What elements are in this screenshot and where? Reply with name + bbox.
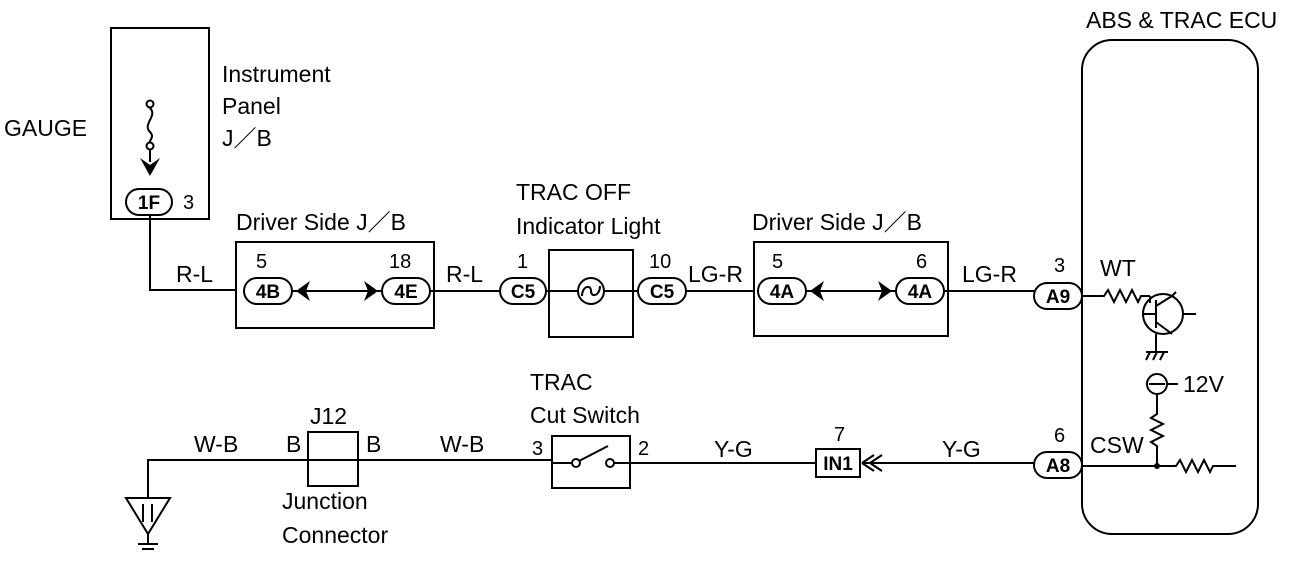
- connector-c5-left: C5: [499, 277, 547, 305]
- pin-c5-left: 1: [517, 251, 528, 273]
- wire-label-lgr-2: LG-R: [962, 261, 1017, 287]
- j12-label: J12: [310, 403, 347, 429]
- connector-arrow-icon: [861, 454, 883, 472]
- svg-text:4A: 4A: [770, 282, 795, 303]
- pin-j12-right: B: [366, 431, 381, 457]
- instrument-panel-label-1: Instrument: [222, 61, 331, 87]
- junction-label-1: Junction: [282, 488, 368, 514]
- wire-label-rl-2: R-L: [446, 261, 483, 287]
- trac-off-label-1: TRAC OFF: [516, 179, 631, 205]
- pin-j12-left: B: [286, 431, 301, 457]
- abs-trac-ecu: [1081, 39, 1259, 535]
- pin-4e: 18: [389, 251, 411, 273]
- junction-arrow-left: [296, 281, 310, 301]
- connector-1f: 1F: [125, 188, 173, 216]
- connector-4b: 4B: [243, 277, 293, 305]
- junction-arrow-right-2: [878, 281, 892, 301]
- v12-label: 12V: [1183, 371, 1225, 397]
- wire-rl-1: [149, 215, 244, 291]
- pin-switch-right: 2: [638, 438, 649, 460]
- connector-a9: A9: [1033, 282, 1083, 310]
- instrument-panel-label-2: Panel: [222, 93, 281, 119]
- instrument-panel-jb: [110, 27, 210, 220]
- transistor-icon: [1142, 291, 1196, 352]
- pin-a9: 3: [1054, 255, 1065, 277]
- svg-text:IN1: IN1: [823, 454, 853, 475]
- pin-1f: 3: [183, 192, 194, 214]
- pin-switch-left: 3: [532, 438, 543, 460]
- wt-label: WT: [1100, 255, 1136, 281]
- switch-contact-icon: [578, 445, 609, 462]
- svg-text:C5: C5: [650, 282, 675, 303]
- pin-4a-left: 5: [772, 251, 783, 273]
- pin-in1: 7: [834, 424, 845, 446]
- connector-4a-left: 4A: [757, 277, 807, 305]
- connector-a8: A8: [1033, 451, 1083, 479]
- connector-c5-right: C5: [637, 277, 687, 305]
- pin-4b: 5: [256, 251, 267, 273]
- svg-text:A8: A8: [1046, 456, 1070, 477]
- wire-wb-1: [147, 459, 308, 498]
- svg-text:A9: A9: [1046, 287, 1070, 308]
- pin-a8: 6: [1054, 425, 1065, 447]
- trac-cut-label-1: TRAC: [530, 369, 593, 395]
- wire-label-yg-2: Y-G: [942, 436, 981, 462]
- wire-label-wb-1: W-B: [194, 431, 238, 457]
- ecu-title: ABS & TRAC ECU: [1086, 7, 1277, 33]
- junction-arrow-right: [364, 281, 378, 301]
- connector-4a-right: 4A: [895, 277, 945, 305]
- connector-in1: IN1: [815, 448, 861, 478]
- ground-icon-body: [124, 497, 172, 550]
- gauge-label: GAUGE: [4, 115, 87, 141]
- svg-text:4E: 4E: [394, 282, 417, 303]
- junction-arrow-left-2: [810, 281, 824, 301]
- connector-4e: 4E: [381, 277, 431, 305]
- svg-text:4A: 4A: [908, 282, 933, 303]
- instrument-panel-label-3: J／B: [222, 125, 272, 151]
- wire-label-yg-1: Y-G: [714, 436, 753, 462]
- resistor-csw: [1157, 457, 1236, 475]
- pin-4a-right: 6: [916, 251, 927, 273]
- junction-label-2: Connector: [282, 522, 388, 548]
- resistor-wt: [1082, 287, 1150, 305]
- trac-cut-label-2: Cut Switch: [530, 402, 640, 428]
- svg-text:1F: 1F: [138, 193, 160, 214]
- pin-c5-right: 10: [649, 251, 671, 273]
- wire-label-lgr-1: LG-R: [688, 261, 743, 287]
- wire-label-rl-1: R-L: [176, 261, 213, 287]
- wire-label-wb-2: W-B: [440, 431, 484, 457]
- resistor-pullup: [1148, 394, 1166, 466]
- bulb-icon: [577, 277, 605, 305]
- trac-off-label-2: Indicator Light: [516, 213, 661, 239]
- driver-jb-left-label: Driver Side J／B: [236, 209, 406, 235]
- driver-jb-right-label: Driver Side J／B: [752, 209, 922, 235]
- svg-text:C5: C5: [511, 282, 536, 303]
- csw-label: CSW: [1090, 432, 1144, 458]
- svg-text:4B: 4B: [256, 282, 280, 303]
- ground-icon-ecu: [1145, 351, 1168, 361]
